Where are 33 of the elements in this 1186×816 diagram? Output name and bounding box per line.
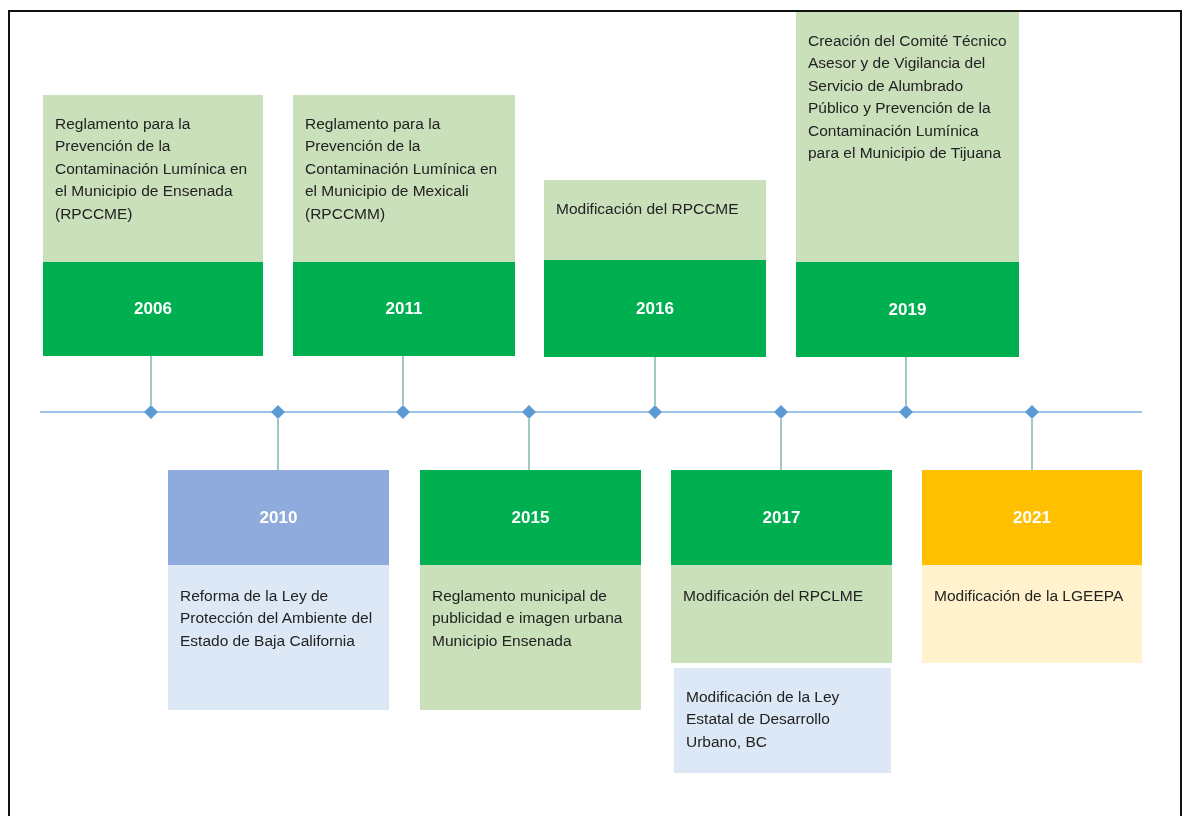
connector-line [528,418,530,471]
diamond-marker [522,405,536,419]
connector-line [654,356,656,406]
description-box: Reglamento para la Prevención de la Contaminación Lumínica en el Municipio de Mexicali (RPCCMM) [293,95,515,262]
description-box: Modificación del RPCLME [671,565,892,663]
year-banner: 2006 [43,262,263,356]
connector-line [1031,418,1033,471]
diamond-marker [774,405,788,419]
diamond-marker [396,405,410,419]
diamond-marker [144,405,158,419]
description-box: Reforma de la Ley de Protección del Ambiente del Estado de Baja California [168,565,389,710]
connector-line [905,356,907,406]
year-banner: 2010 [168,470,389,565]
description-box: Modificación de la Ley Estatal de Desarrollo Urbano, BC [674,668,891,773]
year-banner: 2011 [293,262,515,356]
description-box: Reglamento municipal de publicidad e imagen urbana Municipio Ensenada [420,565,641,710]
description-box: Creación del Comité Técnico Asesor y de Vigilancia del Servicio de Alumbrado Público y Prevención de la Contaminación Lumínica para el Municipio de Tijuana [796,12,1019,262]
connector-line [780,418,782,471]
year-banner: 2019 [796,262,1019,357]
diamond-marker [1025,405,1039,419]
year-banner: 2015 [420,470,641,565]
year-banner: 2021 [922,470,1142,565]
year-banner: 2017 [671,470,892,565]
year-banner: 2016 [544,260,766,357]
description-box: Modificación del RPCCME [544,180,766,260]
diamond-marker [648,405,662,419]
connector-line [402,355,404,406]
diamond-marker [271,405,285,419]
connector-line [150,355,152,406]
diamond-marker [899,405,913,419]
description-box: Reglamento para la Prevención de la Contaminación Lumínica en el Municipio de Ensenada (RPCCME) [43,95,263,262]
connector-line [277,418,279,471]
description-box: Modificación de la LGEEPA [922,565,1142,663]
